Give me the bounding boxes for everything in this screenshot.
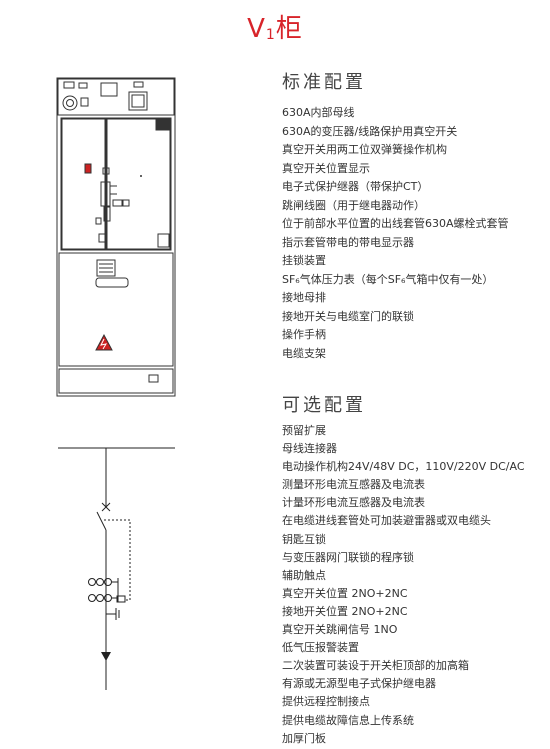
list-item: 预留扩展 <box>282 424 326 437</box>
list-item: 接地开关与电缆室门的联锁 <box>282 309 414 323</box>
list-item: 母线连接器 <box>282 442 337 456</box>
list-item: 电动操作机构24V/48V DC，110V/220V DC/AC <box>282 460 525 474</box>
title-main: V <box>247 14 266 44</box>
single-line-diagram <box>58 447 175 690</box>
list-item: SF₆气体压力表（每个SF₆气箱中仅有一处） <box>282 272 494 286</box>
list-item: 提供远程控制接点 <box>282 695 370 709</box>
list-item: 钥匙互锁 <box>282 532 326 546</box>
page-title: V1柜 <box>0 8 550 45</box>
list-item: 630A内部母线 <box>282 106 355 119</box>
list-item: 操作手柄 <box>282 328 326 341</box>
list-item: 低气压报警装置 <box>282 641 359 655</box>
list-item: 指示套管带电的带电显示器 <box>282 235 414 249</box>
list-item: 二次装置可装设于开关柜顶部的加高箱 <box>282 659 469 673</box>
list-item: 计量环形电流互感器及电流表 <box>282 496 425 510</box>
list-item: 电子式保护继器（带保护CT） <box>282 180 429 193</box>
list-item: 接地母排 <box>282 291 326 304</box>
list-item: 真空开关位置 2NO+2NC <box>282 586 408 600</box>
list-item: 辅助触点 <box>282 568 326 582</box>
list-item: 真空开关跳闸信号 1NO <box>282 623 398 637</box>
list-item: 真空开关用两工位双弹簧操作机构 <box>282 143 447 156</box>
list-item: 挂锁装置 <box>282 254 326 267</box>
list-item: 在电缆进线套管处可加装避雷器或双电缆头 <box>282 514 491 528</box>
list-item: 跳闸线圈（用于继电器动作） <box>282 198 425 212</box>
list-item: 提供电缆故障信息上传系统 <box>282 713 414 727</box>
list-item: 接地开关位置 2NO+2NC <box>282 604 408 618</box>
list-item: 630A的变压器/线路保护用真空开关 <box>282 124 458 138</box>
list-item: 测量环形电流互感器及电流表 <box>282 478 425 492</box>
list-item: 真空开关位置显示 <box>282 161 370 175</box>
standard-config-heading: 标准配置 <box>282 72 366 93</box>
list-item: 电缆支架 <box>282 346 326 360</box>
list-item: 与变压器网门联锁的程序锁 <box>282 550 414 564</box>
list-item: 加厚门板 <box>282 731 326 745</box>
standard-config-list: 630A内部母线 630A的变压器/线路保护用真空开关 真空开关用两工位双弹簧操… <box>282 104 509 363</box>
optional-config-heading: 可选配置 <box>282 395 366 416</box>
optional-config-list: 预留扩展 母线连接器 电动操作机构24V/48V DC，110V/220V DC… <box>282 422 525 748</box>
title-subscript: 1 <box>265 27 276 43</box>
list-item: 位于前部水平位置的出线套管630A螺栓式套管 <box>282 217 509 230</box>
list-item: 有源或无源型电子式保护继电器 <box>282 677 436 691</box>
title-suffix: 柜 <box>275 14 303 44</box>
